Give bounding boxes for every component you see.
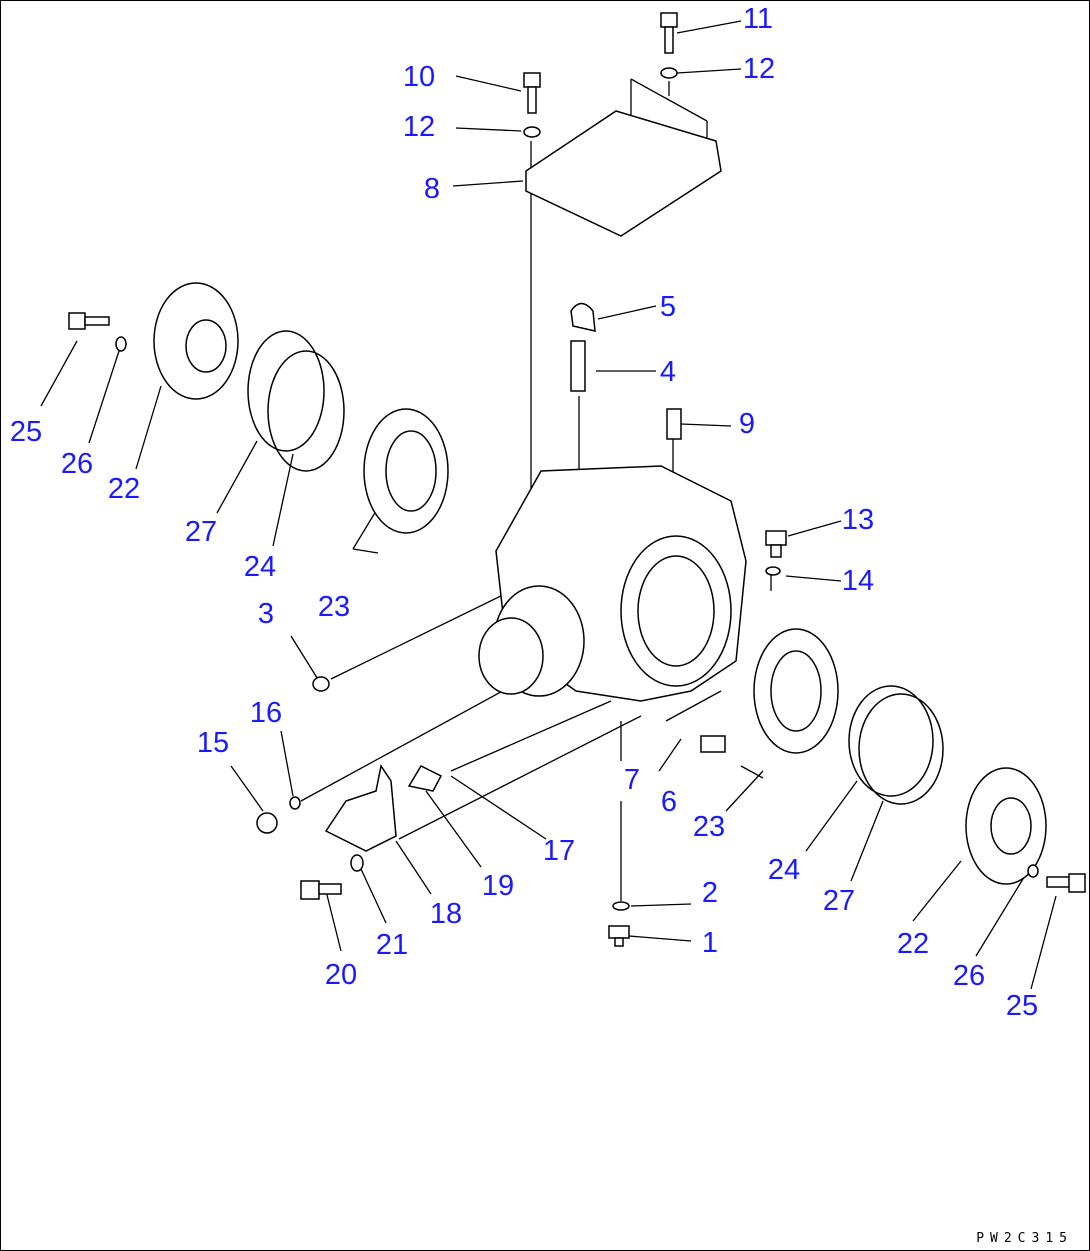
callout-27: 27 bbox=[823, 885, 855, 917]
callout-22: 22 bbox=[108, 473, 140, 505]
plug-3 bbox=[312, 676, 330, 692]
callout-20: 20 bbox=[325, 959, 357, 991]
callout-24: 24 bbox=[768, 854, 800, 886]
washer-14 bbox=[765, 566, 781, 576]
callout-15: 15 bbox=[197, 727, 229, 759]
callout-23: 23 bbox=[318, 591, 350, 623]
callout-24: 24 bbox=[244, 551, 276, 583]
cover-22-right bbox=[965, 767, 1047, 885]
sensor-4 bbox=[570, 340, 586, 392]
cover-22-left bbox=[153, 282, 239, 400]
bolt-10 bbox=[523, 72, 541, 114]
callout-labels: 11 12 10 12 8 5 4 9 25 26 22 27 24 23 13… bbox=[10, 3, 1038, 1022]
bolt-25-left bbox=[68, 312, 110, 330]
callout-5: 5 bbox=[660, 291, 676, 323]
callout-27: 27 bbox=[185, 516, 217, 548]
seal-27-24-left bbox=[247, 330, 345, 472]
cover-8 bbox=[525, 110, 722, 237]
housing bbox=[478, 465, 747, 702]
seal-24-27-right bbox=[848, 685, 944, 805]
callout-26: 26 bbox=[61, 448, 93, 480]
washer-12-top bbox=[660, 67, 678, 79]
plug-6 bbox=[700, 735, 726, 753]
callout-22: 22 bbox=[897, 928, 929, 960]
callout-12: 12 bbox=[403, 111, 435, 143]
callout-9: 9 bbox=[739, 408, 755, 440]
washer-26-right bbox=[1027, 864, 1039, 878]
callout-19: 19 bbox=[482, 870, 514, 902]
callout-1: 1 bbox=[702, 927, 718, 959]
washer-26-left bbox=[115, 336, 127, 352]
bolt-25-right bbox=[1046, 873, 1086, 893]
callout-25: 25 bbox=[10, 416, 42, 448]
plug-15 bbox=[256, 812, 278, 834]
pin-9 bbox=[666, 408, 682, 440]
shim-23-right bbox=[753, 628, 839, 754]
callout-10: 10 bbox=[403, 61, 435, 93]
diagram-code: PW2C315 bbox=[976, 1231, 1073, 1246]
callout-8: 8 bbox=[424, 173, 440, 205]
bracket-18 bbox=[324, 764, 397, 852]
breather-5 bbox=[570, 302, 596, 332]
callout-11: 11 bbox=[743, 3, 773, 35]
callout-18: 18 bbox=[430, 898, 462, 930]
callout-26: 26 bbox=[953, 960, 985, 992]
washer-21 bbox=[350, 854, 364, 872]
callout-2: 2 bbox=[702, 877, 718, 909]
plug-1 bbox=[608, 925, 630, 947]
callout-16: 16 bbox=[250, 697, 282, 729]
callout-3: 3 bbox=[258, 598, 274, 630]
callout-6: 6 bbox=[661, 786, 677, 818]
washer-12 bbox=[523, 126, 541, 138]
bolt-11 bbox=[660, 12, 678, 54]
bracket-19 bbox=[407, 765, 443, 792]
callout-25: 25 bbox=[1006, 990, 1038, 1022]
oring-16 bbox=[289, 796, 301, 810]
callout-4: 4 bbox=[660, 356, 676, 388]
oring-2 bbox=[612, 901, 630, 911]
callout-7: 7 bbox=[624, 764, 640, 796]
shim-23-left bbox=[363, 408, 449, 534]
callout-17: 17 bbox=[543, 835, 575, 867]
callout-21: 21 bbox=[376, 929, 408, 961]
callout-23: 23 bbox=[693, 811, 725, 843]
callout-14: 14 bbox=[842, 565, 874, 597]
callout-13: 13 bbox=[842, 504, 874, 536]
leader-lines bbox=[40, 20, 1057, 990]
callout-12: 12 bbox=[743, 53, 775, 85]
bolt-13 bbox=[765, 530, 787, 558]
bolt-20 bbox=[300, 880, 342, 900]
